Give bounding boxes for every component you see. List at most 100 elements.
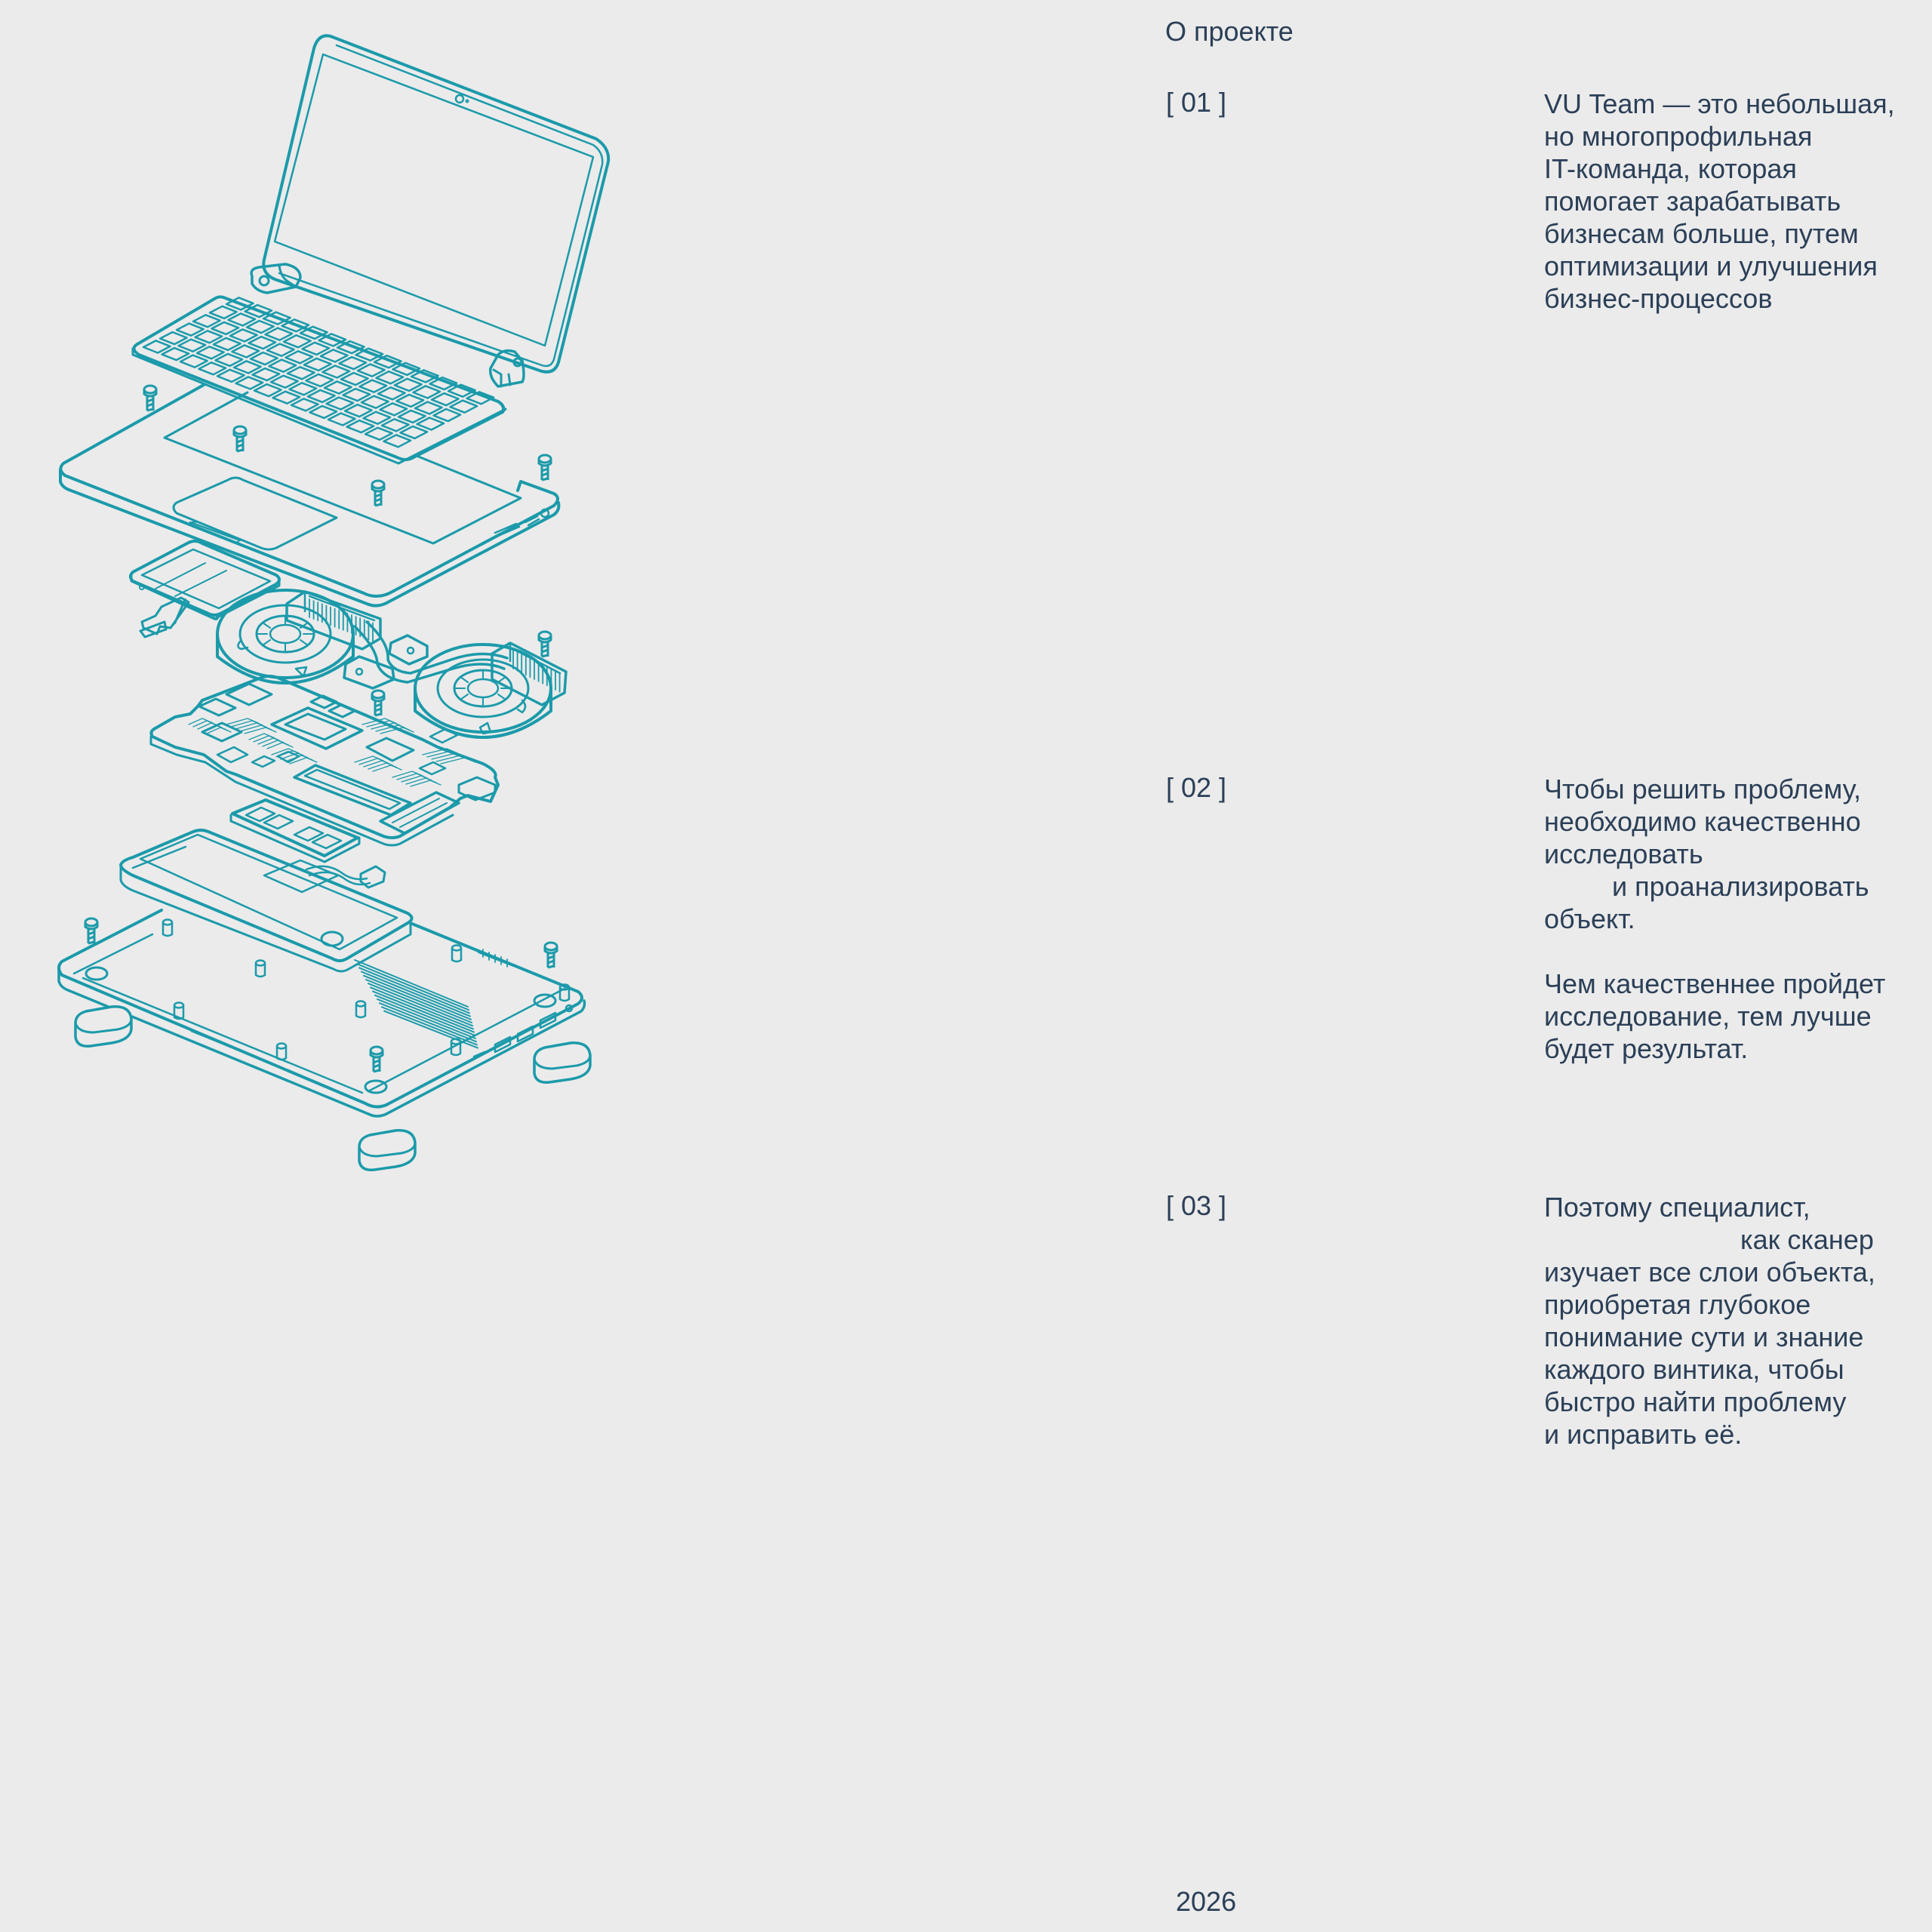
keyboard-key xyxy=(362,411,392,425)
keyboard-key xyxy=(356,363,386,377)
exploded-laptop-illustration xyxy=(57,34,611,1171)
keyboard-key xyxy=(235,376,264,390)
top-case xyxy=(59,383,561,608)
keyboard-key xyxy=(343,403,373,418)
keyboard xyxy=(131,295,507,465)
keyboard-key xyxy=(360,395,389,409)
keyboard-key xyxy=(288,382,318,396)
keyboard-key xyxy=(227,312,257,327)
keyboard-key xyxy=(432,408,462,423)
keyboard-key xyxy=(466,391,495,405)
keyboard-key xyxy=(268,358,297,373)
keyboard-key xyxy=(211,321,240,336)
hinge-left xyxy=(250,263,302,294)
keyboard-key xyxy=(208,305,238,320)
mainboard xyxy=(149,675,500,847)
keyboard-key xyxy=(305,373,334,388)
cooling-assembly xyxy=(216,589,568,739)
keyboard-key xyxy=(225,297,254,311)
keyboard-key xyxy=(447,383,476,398)
keyboard-key xyxy=(272,390,301,405)
footer-year: 2026 xyxy=(1176,1886,1237,1917)
keyboard-key xyxy=(216,368,245,383)
keyboard-key xyxy=(264,327,294,341)
keyboard-key xyxy=(355,347,384,361)
keyboard-key xyxy=(412,385,441,399)
keyboard-key xyxy=(299,325,328,340)
keyboard-key xyxy=(318,333,347,347)
section-text-01: VU Team — это небольшая, но многопрофиль… xyxy=(1544,88,1895,314)
keyboard-key xyxy=(175,322,205,337)
keyboard-key xyxy=(198,361,227,376)
keyboard-key xyxy=(383,434,412,448)
keyboard-key xyxy=(194,330,223,344)
keyboard-key xyxy=(248,335,277,350)
keyboard-key xyxy=(380,418,410,432)
keyboard-key xyxy=(336,340,365,355)
keyboard-key xyxy=(262,311,291,325)
keyboard-key xyxy=(340,371,369,386)
keyboard-key xyxy=(301,341,331,356)
keyboard-key xyxy=(309,405,338,420)
section-number-02: [ 02 ] xyxy=(1166,772,1227,803)
keyboard-key xyxy=(306,389,336,404)
ram-module xyxy=(229,798,361,863)
keyboard-key xyxy=(303,357,332,372)
section-text-02: Чтобы решить проблему, необходимо качест… xyxy=(1544,774,1886,1064)
keyboard-key xyxy=(364,426,393,441)
keyboard-key xyxy=(282,334,312,349)
keyboard-key xyxy=(358,379,388,393)
keyboard-key xyxy=(286,366,315,380)
keyboard-key xyxy=(142,340,171,354)
keyboard-key xyxy=(325,396,355,411)
keyboard-key xyxy=(192,314,221,328)
keyboard-key xyxy=(266,343,295,357)
keyboard-key xyxy=(375,370,405,385)
keyboard-key xyxy=(231,344,260,358)
keyboard-key xyxy=(323,380,352,395)
keyboard-key xyxy=(327,412,356,426)
keyboard-key xyxy=(379,402,408,417)
keyboard-key xyxy=(392,361,421,377)
keyboard-key xyxy=(449,399,478,414)
keyboard-key xyxy=(429,376,458,391)
keyboard-key xyxy=(195,346,225,360)
keyboard-key xyxy=(244,303,273,318)
keyboard-key xyxy=(179,354,208,368)
keyboard-key xyxy=(253,383,282,398)
keyboard-key xyxy=(373,354,402,369)
section-title: О проекте xyxy=(1165,16,1294,47)
keyboard-key xyxy=(245,319,275,334)
section-text-03: Поэтому специалист, как сканер изучает в… xyxy=(1544,1192,1875,1450)
keyboard-key xyxy=(399,425,429,440)
keyboard-key xyxy=(377,386,406,401)
keyboard-key xyxy=(290,398,319,412)
keyboard-key xyxy=(285,350,314,365)
hinge-right xyxy=(488,349,525,388)
section-number-01: [ 01 ] xyxy=(1166,87,1227,118)
bottom-case xyxy=(57,909,586,1118)
keyboard-key xyxy=(177,338,207,352)
battery xyxy=(119,829,414,973)
keyboard-key xyxy=(214,352,244,368)
keyboard-key xyxy=(342,387,371,402)
keyboard-key xyxy=(161,346,190,361)
keyboard-key xyxy=(416,417,445,431)
keyboard-key xyxy=(251,367,281,382)
keyboard-key xyxy=(281,318,310,333)
keyboard-key xyxy=(321,365,351,379)
trackpad-module xyxy=(129,540,281,638)
keyboard-key xyxy=(158,331,188,346)
keyboard-key xyxy=(232,360,262,374)
laptop-lid xyxy=(262,34,611,374)
keyboard-key xyxy=(249,351,278,366)
section-number-03: [ 03 ] xyxy=(1166,1190,1227,1221)
keyboard-key xyxy=(393,377,423,392)
keyboard-key xyxy=(395,393,425,408)
keyboard-key xyxy=(430,392,460,407)
keyboard-key xyxy=(338,355,368,371)
keyboard-key xyxy=(346,419,375,434)
keyboard-key xyxy=(229,328,258,343)
keyboard-key xyxy=(269,374,299,389)
keyboard-key xyxy=(397,409,426,424)
